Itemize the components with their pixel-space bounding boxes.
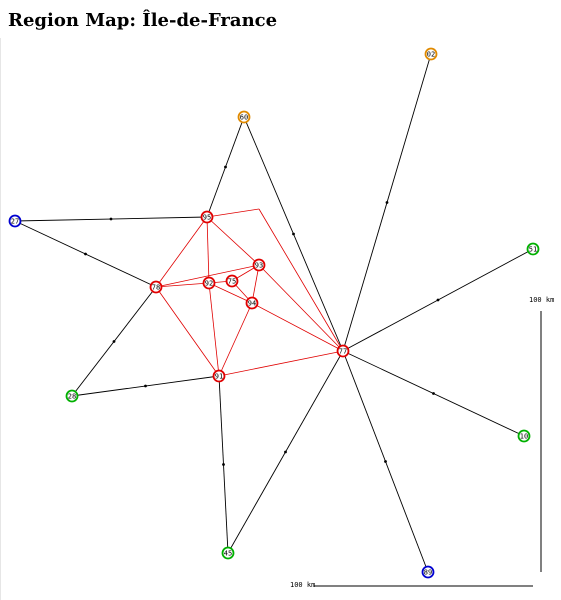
node-label-89: 89 (424, 569, 432, 577)
node-circle-91 (212, 369, 226, 383)
node-78[interactable]: 78 (149, 280, 163, 294)
node-label-75: 75 (228, 278, 236, 286)
edge-78-93 (155, 264, 260, 288)
node-circle-89 (421, 565, 435, 579)
node-91[interactable]: 91 (212, 369, 226, 383)
node-75[interactable]: 75 (225, 274, 239, 288)
node-label-95: 95 (203, 214, 211, 222)
node-27[interactable]: 27 (8, 214, 22, 228)
node-92[interactable]: 92 (202, 276, 216, 290)
node-95[interactable]: 95 (200, 210, 214, 224)
edge-J-77 (258, 208, 344, 352)
edge-95-78 (155, 216, 208, 288)
node-label-28: 28 (68, 393, 76, 401)
node-77[interactable]: 77 (336, 344, 350, 358)
node-93[interactable]: 93 (252, 258, 266, 272)
vertical-scale-label: 100 km (529, 296, 554, 304)
node-label-27: 27 (11, 218, 19, 226)
left-border (0, 38, 1, 600)
edge-92-91 (208, 282, 220, 377)
node-label-77: 77 (339, 348, 347, 356)
node-circle-95 (200, 210, 214, 224)
node-circle-60 (237, 110, 251, 124)
node-label-02: 02 (427, 51, 435, 59)
edge-94-91 (218, 302, 253, 377)
edge-midpoint-89-77 (384, 460, 387, 463)
edge-midpoint-45-91 (222, 463, 225, 466)
node-circle-93 (252, 258, 266, 272)
nodes-layer: 75 77 78 91 92 93 94 95 60 02 27 89 51 10 28 45 (8, 47, 540, 579)
edge-95-92 (206, 216, 210, 284)
node-circle-78 (149, 280, 163, 294)
horizontal-scale-label: 100 km (290, 581, 315, 589)
edge-93-94 (251, 264, 260, 304)
edge-midpoint-60-77 (292, 232, 295, 236)
node-51[interactable]: 51 (526, 242, 540, 256)
edge-midpoint-28-91 (144, 384, 147, 388)
edges-layer (14, 53, 534, 573)
node-label-10: 10 (520, 433, 528, 441)
node-60[interactable]: 60 (237, 110, 251, 124)
node-circle-02 (424, 47, 438, 61)
edge-midpoint-10-77 (432, 392, 435, 395)
node-label-92: 92 (205, 280, 213, 288)
page-title: Region Map: Île-de-France (8, 10, 278, 31)
vertical-scale-bar: 100 km (529, 296, 554, 572)
edge-midpoints-layer (84, 165, 440, 466)
node-45[interactable]: 45 (221, 546, 235, 560)
edge-78-92 (155, 282, 210, 288)
node-label-94: 94 (248, 300, 256, 308)
edge-midpoint-27-95 (109, 217, 113, 221)
node-circle-77 (336, 344, 350, 358)
node-circle-75 (225, 274, 239, 288)
edge-midpoint-60-95 (224, 165, 227, 169)
edge-94-77 (251, 302, 344, 352)
horizontal-scale-bar: 100 km (290, 581, 533, 589)
node-89[interactable]: 89 (421, 565, 435, 579)
edge-midpoint-02-77 (385, 201, 389, 204)
edge-93-77 (258, 264, 344, 352)
node-circle-51 (526, 242, 540, 256)
node-label-93: 93 (255, 262, 263, 270)
node-circle-28 (65, 389, 79, 403)
node-circle-94 (245, 296, 259, 310)
edge-midpoint-28-78 (112, 340, 116, 343)
edge-midpoint-51-77 (436, 298, 440, 302)
edge-95-J (206, 208, 260, 218)
node-circle-92 (202, 276, 216, 290)
node-label-91: 91 (215, 373, 223, 381)
node-label-45: 45 (224, 550, 232, 558)
node-10[interactable]: 10 (517, 429, 531, 443)
edge-midpoint-45-77 (284, 450, 287, 454)
node-label-78: 78 (152, 284, 160, 292)
edge-95-93 (206, 216, 260, 266)
node-circle-10 (517, 429, 531, 443)
node-label-51: 51 (529, 246, 537, 254)
node-circle-27 (8, 214, 22, 228)
node-02[interactable]: 02 (424, 47, 438, 61)
edge-midpoint-27-78 (84, 252, 87, 256)
node-94[interactable]: 94 (245, 296, 259, 310)
edge-78-91 (155, 286, 220, 377)
node-label-60: 60 (240, 114, 248, 122)
node-circle-45 (221, 546, 235, 560)
node-28[interactable]: 28 (65, 389, 79, 403)
edge-92-94 (208, 282, 253, 304)
edge-91-77 (218, 350, 344, 377)
